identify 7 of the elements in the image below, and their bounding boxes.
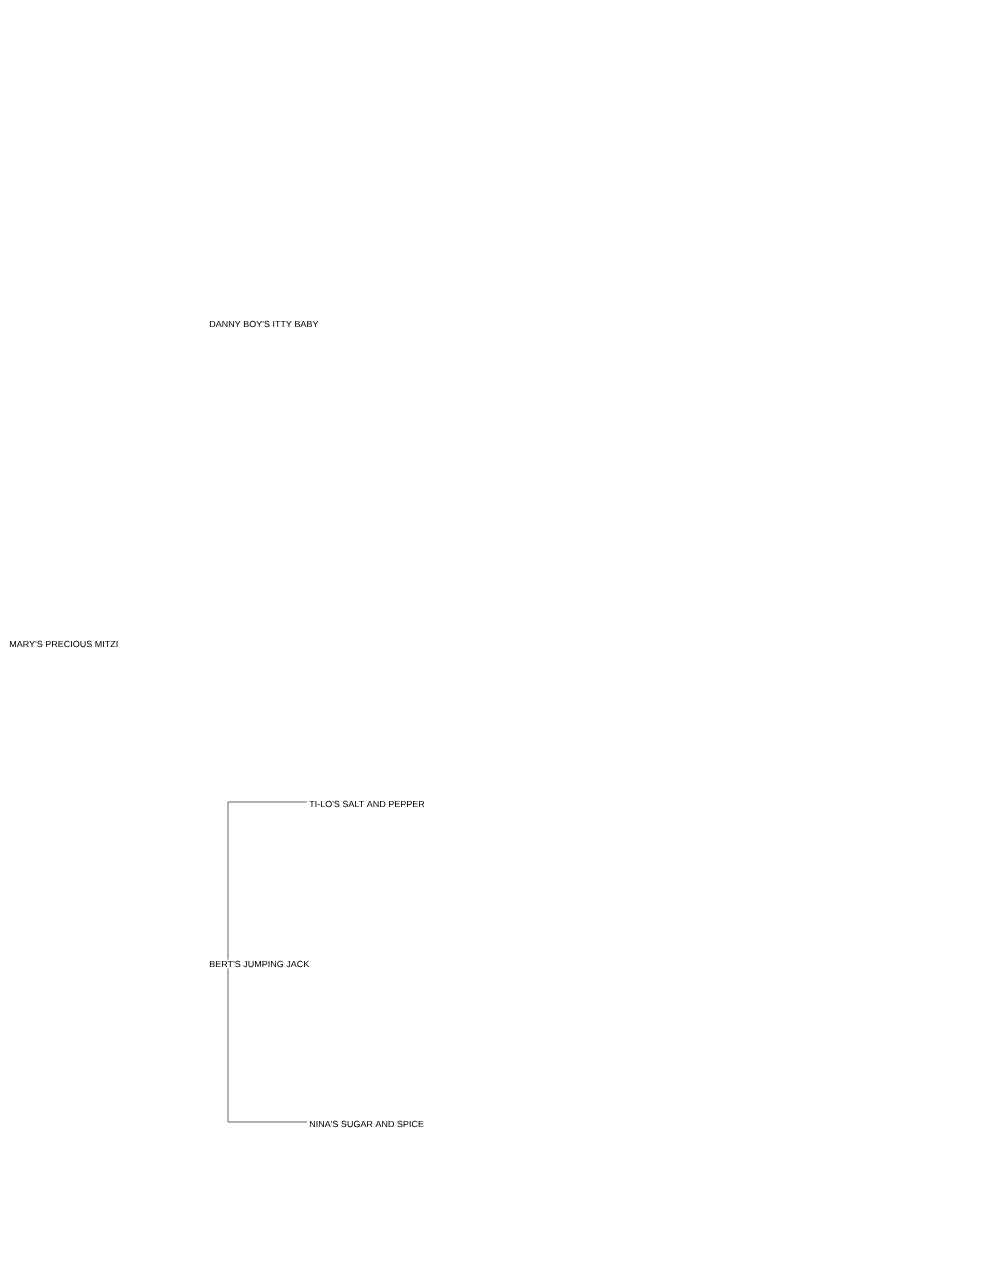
name-label: TI-LO'S SALT AND PEPPER [309,800,425,808]
name-label: MARY'S PRECIOUS MITZI [9,640,118,648]
name-label: BERT'S JUMPING JACK [209,960,310,968]
bracket-line [227,801,308,960]
name-label: DANNY BOY'S ITTY BABY [209,320,319,328]
bracket-line [227,968,308,1123]
name-label: NINA'S SUGAR AND SPICE [309,1120,424,1128]
